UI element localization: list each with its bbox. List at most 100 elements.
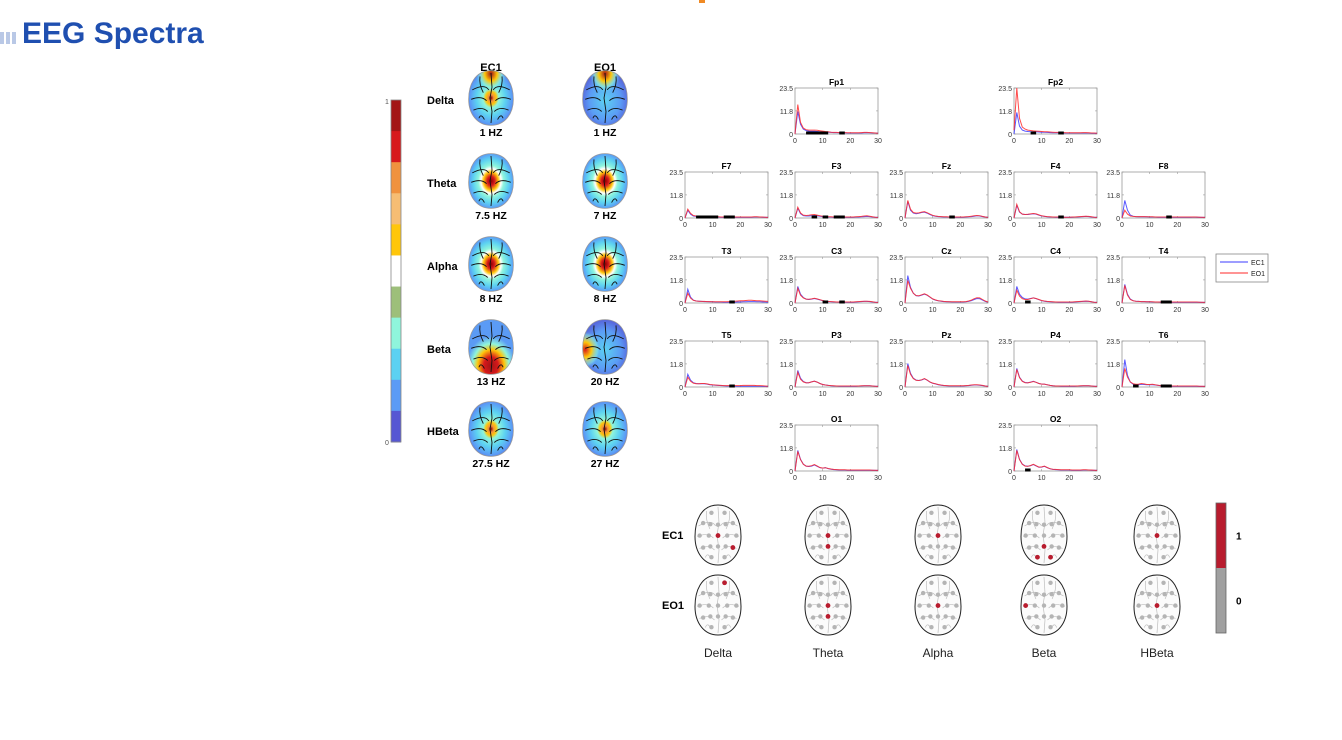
electrode bbox=[715, 592, 721, 597]
electrode bbox=[1169, 520, 1175, 526]
brain-sulcus bbox=[612, 159, 617, 176]
electrode bbox=[730, 615, 736, 620]
electrode-title: F8 bbox=[1159, 161, 1169, 171]
brain-sulcus bbox=[593, 325, 598, 342]
electrode bbox=[917, 533, 922, 538]
electrode bbox=[935, 544, 941, 549]
electrode bbox=[730, 590, 736, 596]
electrode-title: Cz bbox=[941, 246, 951, 256]
brain-sulcus bbox=[493, 356, 509, 361]
electrode bbox=[928, 614, 933, 619]
y-tick-label: 0 bbox=[1008, 216, 1012, 223]
brain-sulcus bbox=[612, 76, 617, 93]
brain-sulcus bbox=[592, 281, 599, 286]
electrode-title: C3 bbox=[831, 246, 842, 256]
spectrum-line-eo1 bbox=[1121, 209, 1206, 219]
electrode bbox=[1136, 603, 1141, 608]
electrode bbox=[708, 614, 713, 619]
y-tick-label: 11.8 bbox=[1107, 193, 1120, 200]
brain-sulcus bbox=[705, 510, 711, 530]
electrode bbox=[1145, 533, 1151, 538]
electrode bbox=[928, 591, 933, 597]
x-tick-label: 30 bbox=[764, 307, 772, 314]
electrode bbox=[950, 520, 956, 526]
electrode bbox=[715, 603, 721, 608]
x-tick-label: 30 bbox=[1201, 391, 1209, 398]
peak-frequency-label: 27.5 HZ bbox=[472, 458, 510, 470]
brain-sulcus bbox=[611, 446, 618, 451]
brain-sulcus bbox=[612, 325, 617, 342]
electrode bbox=[1048, 625, 1053, 630]
brain-sulcus bbox=[611, 281, 618, 286]
electrode bbox=[840, 615, 846, 620]
significance-bar bbox=[833, 215, 845, 219]
electrode bbox=[709, 555, 714, 560]
electrode-title: F3 bbox=[832, 161, 842, 171]
electrode bbox=[722, 625, 727, 630]
significance-bar bbox=[729, 300, 735, 304]
electrode bbox=[730, 520, 736, 526]
x-tick-label: 0 bbox=[1120, 307, 1124, 314]
brain-sulcus bbox=[471, 263, 487, 268]
brain-sulcus bbox=[585, 97, 601, 102]
brain-sulcus bbox=[815, 580, 821, 600]
electrode bbox=[1154, 544, 1160, 549]
electrode bbox=[807, 533, 812, 538]
x-tick-label: 0 bbox=[1012, 222, 1016, 229]
significance-map-eo1-delta bbox=[694, 574, 742, 636]
electrode bbox=[709, 580, 714, 585]
y-tick-label: 11.8 bbox=[780, 278, 793, 285]
x-tick-label: 20 bbox=[1173, 391, 1181, 398]
brain-sulcus bbox=[609, 97, 625, 102]
x-tick-label: 20 bbox=[1173, 307, 1181, 314]
legend-label-ec1: EC1 bbox=[1251, 260, 1265, 267]
topomap-theta-eo1 bbox=[582, 153, 628, 209]
brain-midline bbox=[603, 321, 607, 373]
significance-map-eo1-alpha bbox=[914, 574, 962, 636]
brain-sulcus bbox=[720, 591, 738, 597]
brain-sulcus bbox=[492, 86, 510, 91]
y-tick-label: 23.5 bbox=[779, 86, 793, 93]
peak-frequency-label: 8 HZ bbox=[480, 293, 503, 305]
electrode-significant bbox=[715, 533, 721, 538]
electrode bbox=[1173, 603, 1178, 608]
axes-box bbox=[1121, 171, 1206, 219]
brain-midline bbox=[603, 72, 607, 124]
significance-bar bbox=[822, 300, 829, 304]
x-tick-label: 20 bbox=[1173, 222, 1181, 229]
brain-sulcus bbox=[607, 107, 623, 112]
electrode bbox=[715, 522, 721, 527]
electrode-title: O1 bbox=[831, 414, 843, 424]
electrode-title: C4 bbox=[1050, 246, 1061, 256]
x-tick-label: 20 bbox=[1065, 222, 1073, 229]
x-tick-label: 10 bbox=[929, 391, 937, 398]
brain-sulcus bbox=[1024, 591, 1042, 597]
x-tick-label: 20 bbox=[1065, 138, 1073, 145]
electrode bbox=[1169, 545, 1175, 550]
electrode bbox=[825, 592, 831, 597]
brain-sulcus bbox=[1137, 591, 1155, 597]
spectrum-line-eo1 bbox=[1013, 87, 1098, 134]
electrode bbox=[1023, 533, 1028, 538]
brain-sulcus bbox=[592, 446, 599, 451]
brain-sulcus bbox=[1144, 580, 1150, 600]
electrode bbox=[832, 580, 837, 585]
x-tick-label: 0 bbox=[903, 391, 907, 398]
x-tick-label: 20 bbox=[956, 222, 964, 229]
electrode bbox=[722, 510, 727, 515]
significance-bar bbox=[1133, 384, 1139, 388]
brain-sulcus bbox=[611, 115, 618, 120]
spectrum-line-eo1 bbox=[794, 370, 879, 388]
electrode-title: T3 bbox=[722, 246, 732, 256]
brain-sulcus bbox=[472, 86, 490, 91]
brain-sulcus bbox=[925, 510, 931, 530]
band-label-alpha: Alpha bbox=[427, 261, 458, 273]
electrode bbox=[1049, 591, 1054, 597]
electrode bbox=[700, 615, 706, 620]
electrode bbox=[1049, 521, 1054, 527]
electrode bbox=[1060, 603, 1065, 608]
